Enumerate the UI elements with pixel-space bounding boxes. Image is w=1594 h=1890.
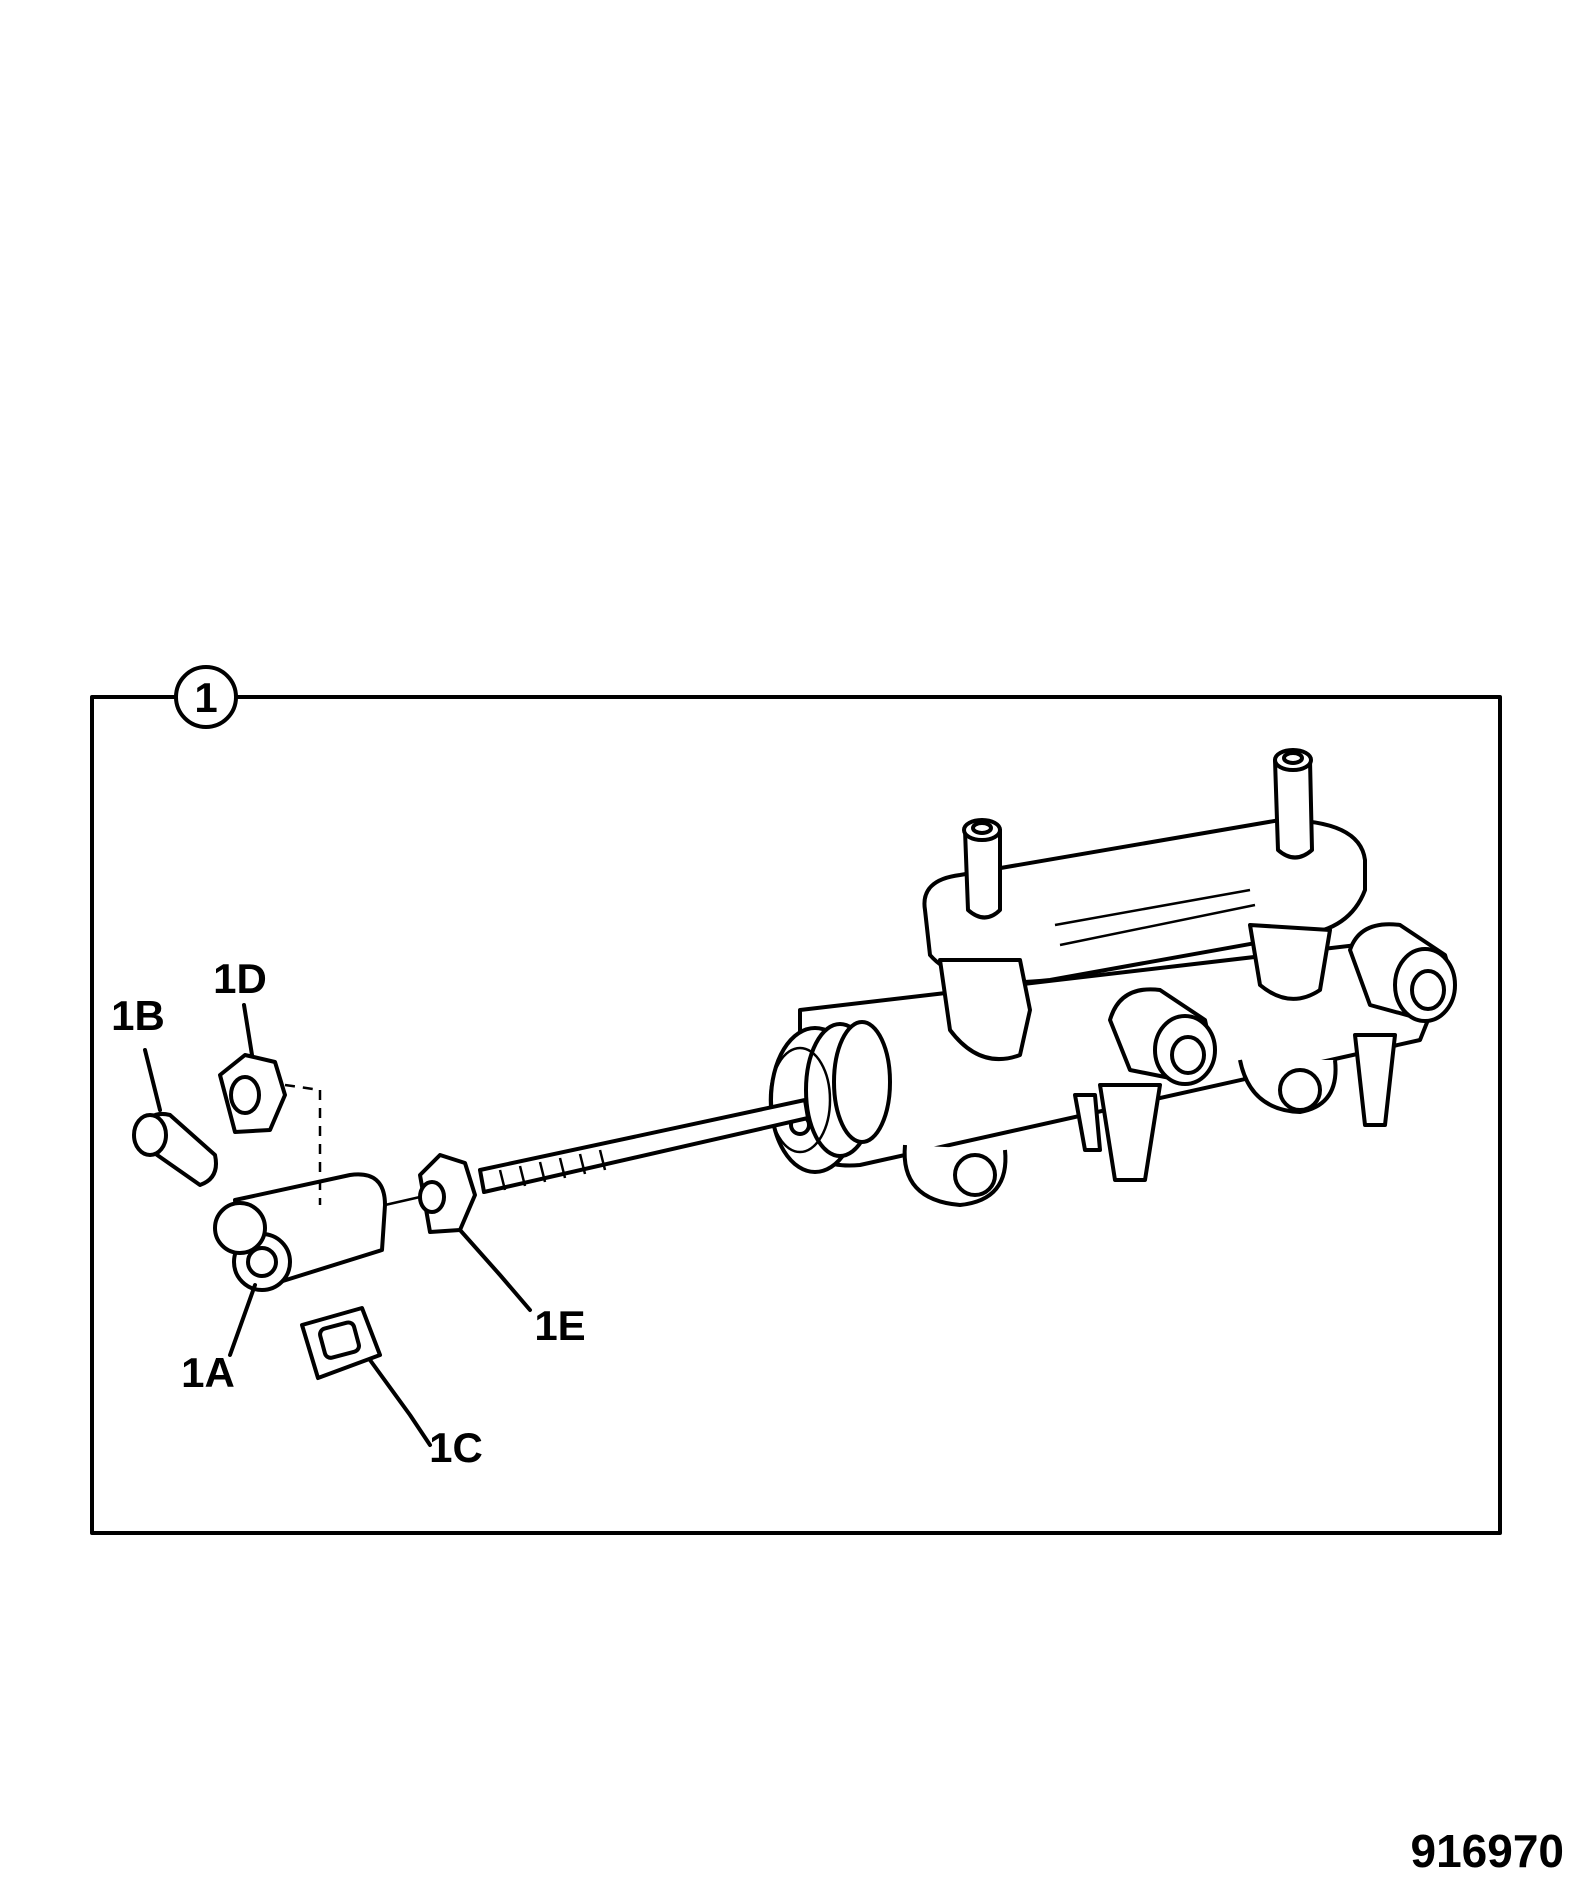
callout-1D: 1D [213,955,267,1002]
assembly-callout: 1 [174,665,238,729]
callout-1A: 1A [181,1349,235,1396]
push-rod [478,1098,810,1194]
clevis-pin [132,1111,218,1187]
callout-1B: 1B [111,992,165,1039]
assembly-frame [90,695,1502,1535]
master-cylinder-body [768,748,1457,1207]
assembly-callout-label: 1 [194,674,217,721]
rod-nut [418,1153,477,1234]
lock-nut [218,1053,322,1205]
callout-1E: 1E [534,1302,585,1349]
callout-1C: 1C [429,1424,483,1471]
retaining-clip [300,1306,382,1380]
figure-number: 916970 [1410,1825,1565,1877]
leader-lines [143,1003,532,1447]
clevis [213,1172,421,1292]
